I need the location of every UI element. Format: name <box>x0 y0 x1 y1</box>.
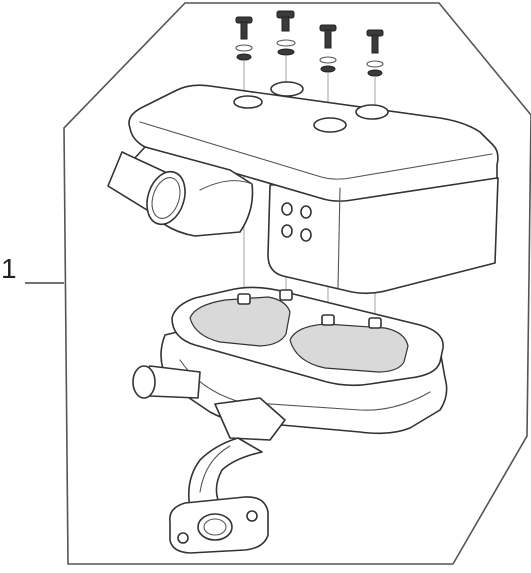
top-hole-2 <box>270 81 304 97</box>
outlet-tube-opening <box>146 170 186 226</box>
bolt-3 <box>319 24 337 73</box>
top-hole-1 <box>233 95 263 109</box>
top-hole-3 <box>313 117 347 133</box>
assembly-frame <box>63 2 531 565</box>
muffler-body <box>132 286 448 554</box>
heat-shield-cover <box>107 81 499 295</box>
top-hole-4 <box>355 104 389 120</box>
bolt-4 <box>366 29 384 77</box>
bolt-2 <box>276 10 296 56</box>
callout-number-1: 1 <box>1 253 17 284</box>
bolt-set <box>235 10 384 77</box>
inlet-pipe-opening <box>132 365 156 399</box>
muffler-studs <box>237 289 382 329</box>
bolt-1 <box>235 16 253 61</box>
